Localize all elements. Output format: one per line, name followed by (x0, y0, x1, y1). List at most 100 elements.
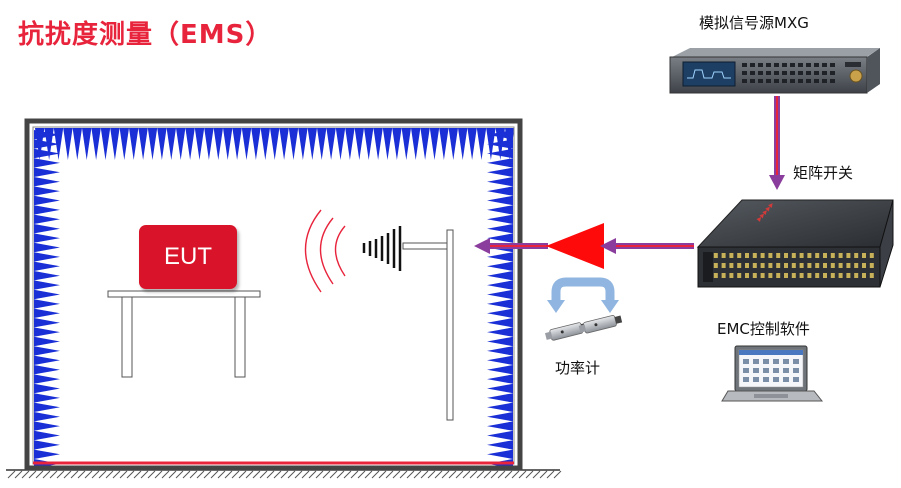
laptop-icon (773, 377, 779, 382)
hatch-line (63, 470, 72, 479)
absorber-cone (34, 365, 60, 375)
switch-port (846, 273, 851, 278)
mxg-key (830, 71, 835, 75)
switch-port (823, 263, 827, 268)
absorber-cone (34, 430, 60, 441)
switch-port (760, 253, 765, 258)
absorber-cone (34, 280, 60, 290)
switch-top (696, 199, 894, 248)
switch-port (838, 273, 843, 278)
hatch-line (434, 470, 443, 479)
absorber-cone (487, 280, 513, 290)
absorber-cone (194, 128, 205, 160)
mxg-key (790, 71, 795, 75)
mxg-key (758, 79, 763, 83)
absorber-cone (34, 242, 60, 253)
chamber-inner-wall (32, 126, 515, 465)
switch-port (760, 263, 765, 268)
switch-port (721, 263, 726, 268)
table-top (107, 290, 261, 298)
absorber-cone (270, 128, 280, 160)
rf-cable-to-antenna (474, 238, 548, 254)
anechoic-chamber (6, 118, 562, 479)
switch-port (799, 253, 804, 258)
switch-port (713, 253, 718, 258)
absorber-cone (487, 252, 513, 262)
absorber-cone (241, 128, 252, 160)
absorber-cone (487, 421, 513, 431)
hatch-line (196, 470, 205, 479)
hatch-line (406, 470, 415, 479)
switch-port (862, 263, 866, 268)
absorber-cone (251, 128, 261, 160)
absorber-cone (223, 128, 233, 160)
hatch-line (350, 470, 359, 479)
hatch-line (308, 470, 317, 479)
hatch-line (483, 470, 492, 479)
switch-port (721, 273, 726, 278)
hatch-line (112, 470, 121, 479)
matrix-switch: ▸▸▸▸▸ (696, 199, 894, 288)
mxg-screen (682, 61, 736, 87)
hatch-line (518, 470, 527, 479)
laptop-icon (763, 377, 769, 382)
laptop-icon (743, 368, 749, 373)
signal-source-label: 模拟信号源MXG (699, 14, 809, 32)
table-leg-left (121, 296, 133, 378)
absorber-cone (260, 128, 270, 160)
hatch-line (539, 470, 548, 479)
hatch-line (280, 470, 289, 479)
mxg-key (766, 63, 771, 67)
absorber-cone (82, 128, 92, 160)
absorber-cone (34, 421, 60, 431)
switch-port (799, 263, 804, 268)
laptop-screen (738, 349, 804, 388)
antenna-elements (362, 226, 402, 271)
antenna (362, 226, 454, 421)
hatch-line (441, 470, 450, 479)
mxg-top (670, 48, 880, 58)
power-sensor-2 (578, 315, 623, 334)
absorber-cone (487, 346, 513, 356)
absorber-cone (487, 158, 513, 168)
absorber-cone (34, 383, 60, 394)
radiation-waves (304, 209, 346, 293)
absorber-cone (487, 383, 513, 394)
switch-port (737, 263, 742, 268)
power-sensors (545, 315, 623, 341)
hatch-line (14, 470, 23, 479)
switch-port (838, 263, 843, 268)
hatch-line (266, 470, 275, 479)
switch-port (854, 273, 859, 278)
hatch-line (392, 470, 401, 479)
absorber-cone (176, 128, 186, 160)
arrow-to-amplifier (600, 238, 616, 254)
absorber-cone (204, 128, 214, 160)
mxg-key (742, 71, 747, 75)
absorber-cone (34, 214, 60, 224)
hatch-line (28, 470, 37, 479)
absorber-cone (487, 289, 513, 300)
absorber-cone (354, 128, 364, 160)
mxg-key (830, 79, 835, 83)
hatch-line (378, 470, 387, 479)
hatch-line (294, 470, 303, 479)
laptop-icon (763, 368, 769, 373)
absorber-cone (110, 128, 120, 160)
switch-port (745, 253, 749, 258)
hatch-line (329, 470, 338, 479)
switch-panel (703, 252, 713, 282)
hatch-line (385, 470, 394, 479)
switch-port (768, 263, 773, 268)
coupling-arrow-head-right (601, 300, 619, 313)
hatch-line (252, 470, 261, 479)
hatch-line (448, 470, 457, 479)
absorber-cone (34, 336, 60, 347)
hatch-line (70, 470, 79, 479)
wave-arc-2 (319, 217, 334, 285)
switch-port (729, 273, 734, 278)
switch-port (713, 273, 718, 278)
absorber-cone (100, 128, 111, 160)
arrow-to-antenna (474, 238, 490, 254)
absorber-cone (34, 289, 60, 300)
